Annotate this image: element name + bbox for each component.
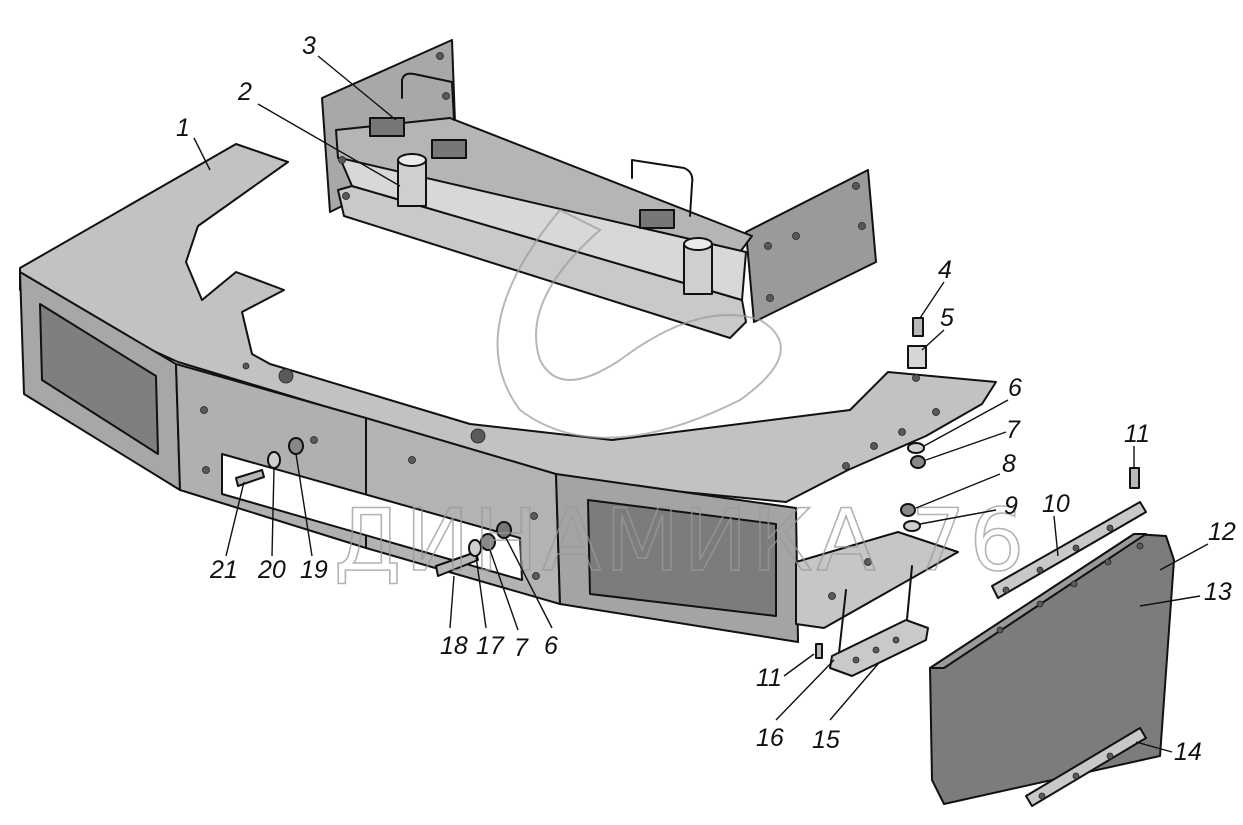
callout-4: 4 [938,256,952,284]
washer-6 [907,442,925,454]
bumper-body [19,143,997,643]
nut-8 [900,503,916,517]
washer-9 [903,520,921,532]
right-light-recess [587,499,777,617]
pin-right-top [683,237,713,251]
callout-19: 19 [300,556,328,584]
callout-13: 13 [1204,578,1232,606]
watermark-logo [496,208,782,439]
callout-3: 3 [302,32,316,60]
clamp-mid [431,139,467,159]
callout-11-upper: 11 [1124,420,1150,448]
callout-15: 15 [812,726,840,754]
callout-2: 2 [237,78,252,106]
callout-7-upper: 7 [1006,416,1021,444]
callout-14: 14 [1174,738,1202,766]
pin-right [683,243,713,295]
callout-20: 20 [257,556,286,584]
callout-16: 16 [756,724,784,752]
callout-18: 18 [440,632,468,660]
callout-10: 10 [1042,490,1070,518]
screw-11-upper [1129,467,1140,489]
washer-17 [468,539,482,557]
nut-7-lower [480,533,496,551]
right-bracket-plate [745,169,877,323]
watermark-text: ДИНАМИКА 76 [334,491,1028,591]
callout-12: 12 [1208,518,1236,546]
step-assembly [815,565,929,677]
watermark: ДИНАМИКА 76 [333,208,1028,592]
mudflap-edge-12 [929,533,1147,669]
step-15 [829,619,929,677]
center-slot [221,453,523,581]
callout-9: 9 [1004,492,1018,520]
callout-11-lower: 11 [756,664,782,692]
hitch-loop [401,72,455,121]
handle [631,159,694,217]
callout-1: 1 [176,114,190,142]
left-light-recess [39,303,159,455]
callout-21: 21 [209,556,238,584]
clamp-left [369,117,405,137]
strip-14 [1025,727,1147,807]
pin-left-top [397,153,427,167]
callout-5: 5 [940,304,954,332]
washer-20 [267,451,281,469]
callout-7-lower: 7 [514,634,529,662]
callout-6-upper: 6 [1008,374,1022,402]
mudflap-assembly [929,501,1175,807]
callout-labels: 1 2 3 4 5 6 7 8 9 10 11 12 13 14 15 16 1… [176,32,1236,766]
step-plate [795,531,959,629]
tow-hitch-bracket [321,39,877,339]
callout-17: 17 [476,632,505,660]
nut-6-lower [496,521,512,539]
nut-7 [910,455,926,469]
bolt-4 [912,317,924,337]
bolt-18 [435,551,479,577]
spacer-5 [907,345,927,369]
leader-lines [193,55,1209,753]
bolt-21 [235,469,265,487]
bracket-web [339,157,747,301]
callout-8: 8 [1002,450,1016,478]
clamp-right [639,209,675,229]
nut-19 [288,437,304,455]
screw-11-lower [815,643,823,659]
callout-6-lower: 6 [544,632,558,660]
